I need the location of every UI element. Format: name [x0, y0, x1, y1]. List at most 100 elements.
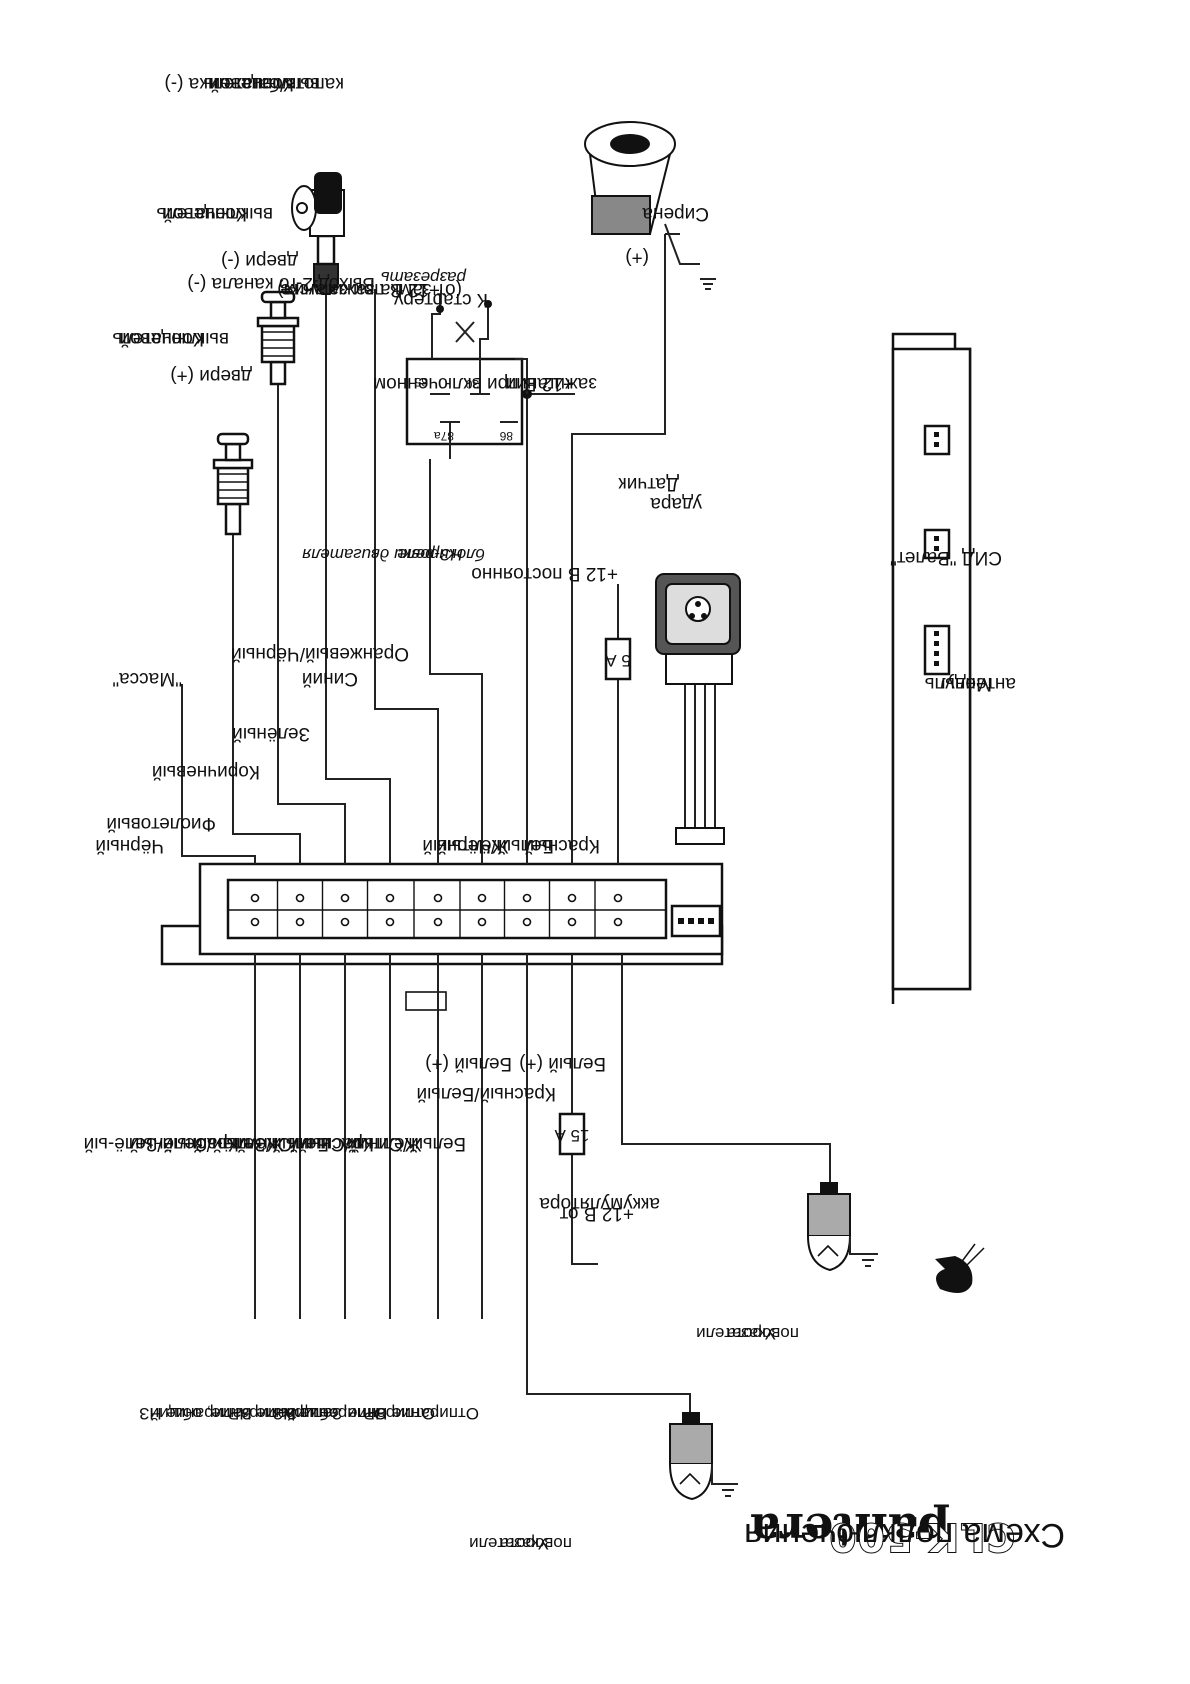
fuse-15a-label: 15 А	[554, 1126, 590, 1145]
wire-label-black: Чёрный	[95, 835, 164, 856]
hood-switch-label: Концевой выключатель капота/багажника (-…	[164, 73, 344, 94]
relay-cut-label: разрезать	[381, 268, 467, 287]
connector-pin	[613, 917, 623, 927]
turn-signal-right-label: Указатели поворота	[696, 1324, 799, 1343]
aux-connector	[670, 904, 722, 938]
svg-text:Концевой: Концевой	[163, 203, 247, 224]
relay-block: 85 30 87a 86 НЗ-реле блокировки двигател…	[302, 357, 524, 564]
svg-text:капота/багажника (-): капота/багажника (-)	[164, 73, 344, 94]
svg-text:выключатель: выключатель	[203, 73, 320, 94]
wire-label-brown: Коричневый	[152, 761, 260, 782]
ignition-label-2: зажигании	[506, 373, 597, 394]
svg-text:двери (-): двери (-)	[221, 250, 298, 271]
connector-pin	[385, 917, 395, 927]
page-title: Схема подключения	[744, 1516, 1065, 1554]
bottom-wire-color-labels: Красный/Зелё-ый Жёлтый/Зелёный Белый/Зел…	[84, 1053, 606, 1154]
wire-label-orange-black: Оранжевый/Чёрный	[231, 643, 409, 664]
led-valet-label: СИД "Валет"	[890, 547, 1002, 568]
svg-text:блокировки двигателя: блокировки двигателя	[302, 545, 485, 564]
connector-block	[226, 878, 668, 940]
relay-pin-86: 86	[499, 429, 513, 443]
connector-pin	[340, 893, 350, 903]
model-name: CLK-500	[828, 1515, 1015, 1559]
relay-pin-85: 85	[414, 375, 428, 389]
door-switch-minus: Концевой выключатель двери (-)	[156, 203, 300, 386]
fuse-5a-label: 5 А	[605, 651, 631, 670]
bw-func-4: Отпирание, общий	[286, 1404, 435, 1423]
svg-text:выключатель: выключатель	[112, 328, 229, 349]
bw-color-0: Красный/Зелё-ый	[84, 1133, 239, 1154]
const-12v-label: +12 В постоянно	[471, 563, 618, 584]
svg-text:Датчик: Датчик	[618, 473, 679, 494]
svg-text:Указатели: Указатели	[469, 1534, 549, 1553]
svg-text:поворота: поворота	[726, 1324, 799, 1343]
antenna-module: Модуль антенны СИД "Валет"	[890, 332, 1016, 1004]
svg-text:аккумулятора: аккумулятора	[539, 1193, 660, 1214]
connector-pin	[477, 917, 487, 927]
relay-wiring: +12 В при запуске (от замка зажигания) р…	[277, 268, 597, 399]
bw-func-3: Отпирание НЗ	[273, 1404, 387, 1423]
connector-pin	[567, 893, 577, 903]
bw-func-2: Запирание НР	[228, 1404, 342, 1423]
shock-sensor: Датчик удара	[618, 473, 741, 845]
connector-pin	[295, 917, 305, 927]
wire-label-green: Зелёный	[232, 723, 310, 744]
svg-text:+12 В от: +12 В от	[559, 1203, 634, 1224]
bw-color-1: Жёлтый/Зелёный	[129, 1133, 284, 1154]
brand-block: pantera CLK-500 Схема подключения	[744, 1243, 1065, 1560]
connector-pin	[477, 893, 487, 903]
channel2-label: Выход 2-го канала (-)	[187, 273, 375, 294]
bw-color-7: Красный/Белый	[416, 1083, 556, 1104]
siren-label: Сирена	[642, 203, 709, 224]
turn-signal-left: Указатели поворота	[469, 1412, 738, 1553]
connector-pin	[613, 893, 623, 903]
fuse-5a: 5 А	[605, 637, 632, 681]
svg-text:двери (+): двери (+)	[170, 365, 252, 386]
connector-pin	[340, 917, 350, 927]
siren: (+) Сирена	[584, 121, 716, 290]
connector-pin	[250, 893, 260, 903]
bw-color-8: Белый (+)	[519, 1053, 606, 1074]
bw-func-0: Запирание НЗ	[139, 1404, 252, 1423]
wire-label-blue: Синий	[302, 668, 358, 689]
fuse-15a: 15 А	[554, 1112, 590, 1156]
svg-text:поворота: поворота	[499, 1534, 572, 1553]
bw-func-1: Запирание, общий	[150, 1404, 297, 1423]
bw-color-5: Белый/Синий	[347, 1133, 466, 1154]
connector-pin	[522, 893, 532, 903]
cat-logo-icon	[935, 1243, 985, 1293]
wire-label-violet: Фиолетовый	[106, 813, 216, 834]
svg-text:Модуль: Модуль	[925, 673, 992, 694]
top-wires	[181, 234, 666, 864]
bw-color-3: Красный/Синий	[236, 1133, 374, 1154]
bw-color-4: Жёлтый/Синий	[288, 1133, 422, 1154]
connector-pin	[295, 893, 305, 903]
battery-label: +12 В от аккумулятора	[539, 1193, 660, 1224]
wire-label-white-black: Белый/Чёрный	[422, 835, 554, 856]
bottom-wire-function-labels: Запирание НЗ Запирание, общий Запирание …	[139, 1404, 479, 1423]
main-unit	[160, 862, 724, 1011]
ignition-label-1: +12 В при включенном	[373, 373, 574, 394]
door-switch-plus: Концевой выключатель двери (+)	[112, 328, 254, 536]
relay-start-label-2: (от замка зажигания)	[277, 279, 462, 300]
connector-pins	[228, 880, 666, 938]
hood-switch: Концевой выключатель капота/багажника (-…	[164, 73, 345, 295]
module-antenna-label: Модуль антенны	[925, 673, 1016, 694]
turn-signal-left-label: Указатели поворота	[469, 1534, 572, 1553]
bw-func-5: Отпирание НР	[364, 1404, 479, 1423]
relay-starter-label: К стартеру	[394, 289, 488, 310]
relay-start-label-1: +12 В при запуске	[280, 279, 440, 300]
relay-caption: НЗ-реле блокировки двигателя	[302, 545, 485, 564]
connector-pin	[385, 893, 395, 903]
connector-pin	[522, 917, 532, 927]
ground-label: "Масса"	[112, 668, 182, 689]
door-switch-minus-label: Концевой выключатель двери (-)	[156, 203, 298, 271]
shock-sensor-label: Датчик удара	[618, 473, 702, 514]
connector-pin	[567, 917, 577, 927]
connector-pin	[250, 917, 260, 927]
turn-signal-right: Указатели поворота	[696, 1182, 878, 1343]
svg-text:НЗ-реле: НЗ-реле	[397, 545, 463, 564]
relay-pin-30: 30	[465, 377, 479, 391]
